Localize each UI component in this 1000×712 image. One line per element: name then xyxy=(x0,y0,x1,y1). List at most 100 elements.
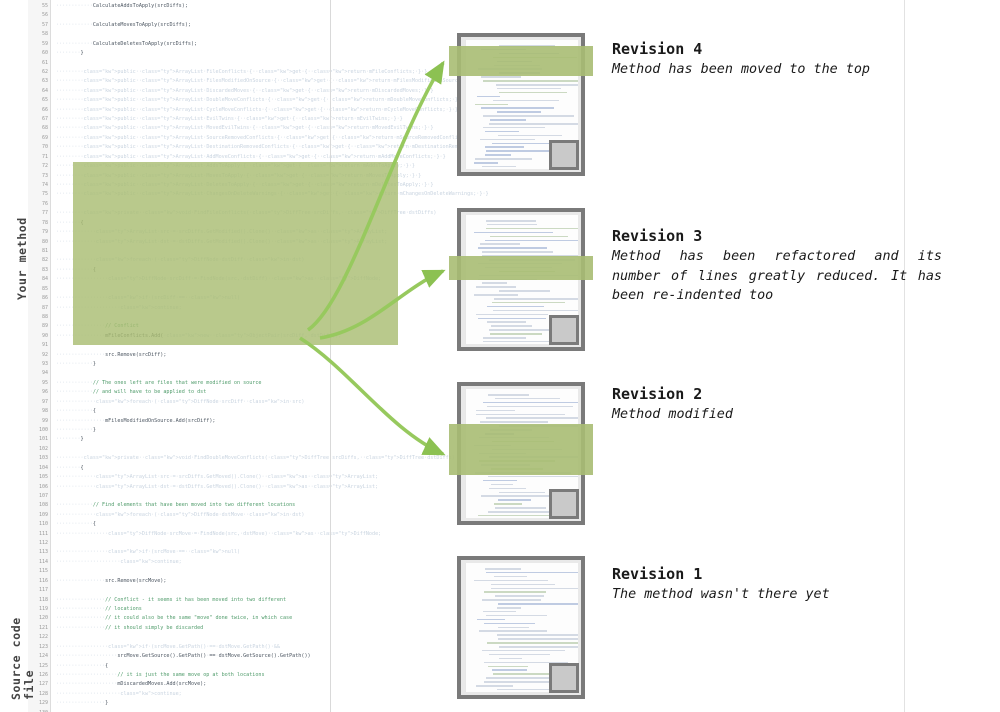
code-line[interactable]: 111·················class="ty">DiffNode·… xyxy=(28,530,933,539)
code-line[interactable]: 58 xyxy=(28,30,933,39)
thumbnail-code-line xyxy=(482,255,578,257)
code-line[interactable]: 130 xyxy=(28,709,933,712)
code-line[interactable]: 55············CalculateAddsToApply(srcDi… xyxy=(28,2,933,11)
code-line[interactable]: 85 xyxy=(28,285,933,294)
code-line-number: 82 xyxy=(41,257,48,264)
code-line[interactable]: 109·············class="kw">foreach·(·cla… xyxy=(28,511,933,520)
axis-label-source-code-file: Source code file xyxy=(9,617,36,700)
code-line-text: ············{ xyxy=(56,408,96,415)
card-fold-corner-icon xyxy=(549,315,579,345)
thumbnail-code-line xyxy=(485,146,524,148)
code-line-text: ·········class="kw">public··class="ty">A… xyxy=(56,153,446,160)
thumbnail-code-line xyxy=(491,583,555,586)
thumbnail-code-line xyxy=(497,111,541,113)
code-line[interactable]: 91 xyxy=(28,341,933,350)
code-line-number: 130 xyxy=(28,709,50,712)
code-line[interactable]: 61 xyxy=(28,59,933,68)
code-line[interactable]: 110············{ xyxy=(28,520,933,529)
code-line[interactable]: 125················{ xyxy=(28,662,933,671)
code-line[interactable]: 112 xyxy=(28,539,933,548)
code-line-number: 64 xyxy=(41,87,48,94)
code-line[interactable]: 102 xyxy=(28,445,933,454)
code-line[interactable]: 119················// locations xyxy=(28,605,933,614)
code-line[interactable]: 118················// Conflict - it seem… xyxy=(28,596,933,605)
code-line[interactable]: 123·················class="kw">if·(srcMo… xyxy=(28,643,933,652)
code-line[interactable]: 124····················srcMove.GetSource… xyxy=(28,652,933,661)
code-line[interactable]: 115 xyxy=(28,567,933,576)
code-line-text: ·········class="kw">public··class="ty">A… xyxy=(56,116,403,123)
code-line-text: ·············class="ty">ArrayList·src·=·… xyxy=(56,474,379,481)
thumbnail-code-line xyxy=(483,115,574,117)
code-line[interactable]: 108 ············// Find elements that hav… xyxy=(28,501,933,510)
code-line[interactable]: 93············} xyxy=(28,360,933,369)
code-line[interactable]: 116················src.Remove(srcMove); xyxy=(28,577,933,586)
code-line-text: ·········class="kw">public··class="ty">A… xyxy=(56,87,434,94)
code-line-text: ········} xyxy=(56,436,84,443)
code-line[interactable]: 95············// The ones left are files… xyxy=(28,379,933,388)
code-line[interactable]: 129················} xyxy=(28,699,933,708)
code-line[interactable]: 60········} xyxy=(28,49,933,58)
code-line[interactable]: 113·················class="kw">if·(srcMo… xyxy=(28,548,933,557)
thumbnail-code-line xyxy=(497,688,578,691)
code-line[interactable]: 100············} xyxy=(28,426,933,435)
code-line-number: 55 xyxy=(41,3,48,9)
code-line[interactable]: 103·········class="kw">private··class="k… xyxy=(28,454,933,463)
code-line-text: ············CalculateDeletesToApply(srcD… xyxy=(56,40,198,47)
code-line[interactable]: 120················// it could also be t… xyxy=(28,614,933,623)
thumbnail-code-line xyxy=(497,87,561,90)
revision-card-4-method-band xyxy=(449,46,593,76)
code-line[interactable]: 81 xyxy=(28,247,933,256)
card-fold-corner-icon xyxy=(549,489,579,519)
code-line-text: ·····················class="kw">continue… xyxy=(56,690,182,697)
code-line[interactable]: 107 xyxy=(28,492,933,501)
code-line-number: 103 xyxy=(38,455,48,462)
code-line[interactable]: 94 xyxy=(28,369,933,378)
thumbnail-code-line xyxy=(491,483,513,486)
code-line[interactable]: 92················src.Remove(srcDiff); xyxy=(28,351,933,360)
code-line-number: 88 xyxy=(41,313,48,320)
thumbnail-code-line xyxy=(476,413,565,416)
code-line[interactable]: 59 ············CalculateDeletesToApply(sr… xyxy=(28,40,933,49)
code-line[interactable]: 121················// it should simply b… xyxy=(28,624,933,633)
thumbnail-code-line xyxy=(474,579,548,582)
code-line[interactable]: 88 xyxy=(28,313,933,322)
code-line[interactable]: 97·············class="kw">foreach·(·clas… xyxy=(28,398,933,407)
code-line[interactable]: 104········{ xyxy=(28,464,933,473)
thumbnail-code-line xyxy=(484,661,568,664)
code-line-number: 118 xyxy=(38,596,48,603)
code-line-text: ················// it could also be the … xyxy=(56,615,293,622)
code-line[interactable]: 96············// and will have to be app… xyxy=(28,388,933,397)
code-line[interactable]: 117 xyxy=(28,586,933,595)
code-line-number: 128 xyxy=(38,690,48,697)
thumbnail-code-line xyxy=(492,301,565,304)
thumbnail-code-line xyxy=(489,123,578,125)
code-line[interactable]: 99················mFilesModifiedOnSource… xyxy=(28,417,933,426)
thumbnail-code-line xyxy=(486,571,578,574)
code-line[interactable]: 106·············class="ty">ArrayList·dst… xyxy=(28,483,933,492)
code-line-text: ············// Find elements that have b… xyxy=(56,502,296,509)
code-line[interactable]: 122 xyxy=(28,633,933,642)
code-line-number: 108 xyxy=(38,502,48,509)
code-line[interactable]: 114·····················class="kw">conti… xyxy=(28,558,933,567)
thumbnail-code-line xyxy=(477,95,500,98)
code-line[interactable]: 76 xyxy=(28,200,933,209)
revision-card-1[interactable] xyxy=(457,556,585,699)
code-line[interactable]: 126····················// it is just the… xyxy=(28,671,933,680)
code-line[interactable]: 127····················mDiscardedMoves.A… xyxy=(28,680,933,689)
code-line[interactable]: 56 xyxy=(28,11,933,20)
code-line-number: 106 xyxy=(38,483,48,490)
thumbnail-code-line xyxy=(483,479,517,482)
thumbnail-code-line xyxy=(477,618,505,621)
thumbnail-code-line xyxy=(488,394,529,396)
code-line[interactable]: 128 ·····················class="kw">conti… xyxy=(28,690,933,699)
code-line-number: 59 xyxy=(41,40,48,47)
thumbnail-code-line xyxy=(486,227,578,230)
code-line-text: ·················class="kw">if·(srcMove.… xyxy=(56,643,280,650)
code-line[interactable]: 105·············class="ty">ArrayList·src… xyxy=(28,473,933,482)
code-line[interactable]: 101········} xyxy=(28,435,933,444)
code-line[interactable]: 98············{ xyxy=(28,407,933,416)
code-line[interactable]: 57············CalculateMovesToApply(srcD… xyxy=(28,21,933,30)
code-line-number: 115 xyxy=(38,568,48,575)
thumbnail-code-line xyxy=(492,142,575,145)
thumbnail-code-line xyxy=(481,107,554,109)
